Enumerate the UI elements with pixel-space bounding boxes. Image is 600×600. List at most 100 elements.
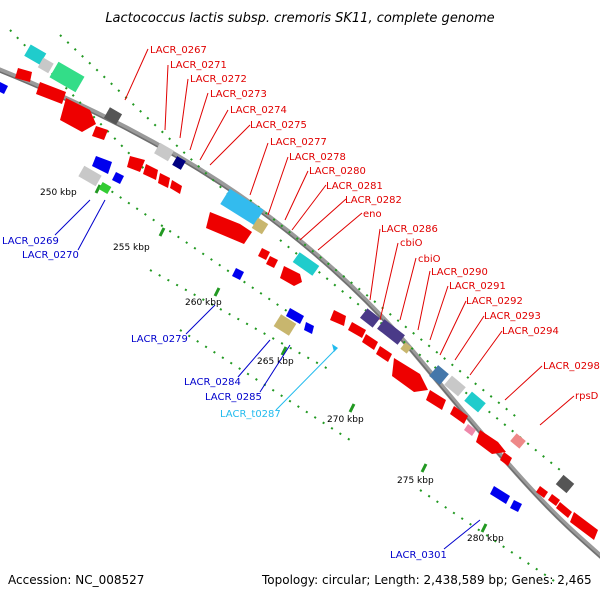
gene-forward-green[interactable] <box>49 61 85 93</box>
gene-label-cbio-2[interactable]: cbiO <box>418 254 441 265</box>
gene-forward-cyan[interactable] <box>24 44 47 65</box>
accession-text: Accession: NC_008527 <box>8 573 145 587</box>
gene-forward-steelblue[interactable] <box>429 365 449 385</box>
gene-forward-salmon[interactable] <box>510 433 526 449</box>
gene-forward-red[interactable] <box>376 346 392 362</box>
gene-label-lacr-0286[interactable]: LACR_0286 <box>381 224 438 235</box>
gene-label-lacr-0271[interactable]: LACR_0271 <box>170 60 227 71</box>
gene-label-lacr-0273[interactable]: LACR_0273 <box>210 89 267 100</box>
gene-forward-red[interactable] <box>60 98 96 132</box>
gene-forward-red[interactable] <box>170 180 182 194</box>
gene-reverse-blue[interactable] <box>0 82 8 94</box>
gene-forward-red[interactable] <box>280 266 302 286</box>
gene-forward-red[interactable] <box>143 164 158 180</box>
gene-label-lacr-0298[interactable]: LACR_0298 <box>543 361 600 372</box>
gene-forward-red[interactable] <box>92 126 108 140</box>
gene-label-lacr-0294[interactable]: LACR_0294 <box>502 326 559 337</box>
gene-forward-red[interactable] <box>330 310 346 326</box>
gene-forward-red[interactable] <box>36 82 66 104</box>
gene-forward-red[interactable] <box>362 334 378 350</box>
gene-label-lacr-0281[interactable]: LACR_0281 <box>326 181 383 192</box>
forward-genes <box>15 44 598 540</box>
gene-forward-red[interactable] <box>258 248 270 260</box>
gene-reverse-blue[interactable] <box>286 308 304 324</box>
gene-forward-red[interactable] <box>548 494 560 506</box>
gene-forward-tan[interactable] <box>400 342 412 354</box>
gene-reverse-trna[interactable] <box>332 344 338 352</box>
gene-label-cbio-1[interactable]: cbiO <box>400 238 423 249</box>
gene-reverse-blue[interactable] <box>510 500 522 512</box>
gene-forward-cyan[interactable] <box>292 252 320 276</box>
gene-forward-indigo[interactable] <box>360 308 380 328</box>
gene-forward-darkgrey[interactable] <box>103 107 123 125</box>
tick-label-275: 275 kbp <box>397 476 434 486</box>
forward-leaders <box>124 48 575 426</box>
gene-reverse-blue[interactable] <box>92 156 112 174</box>
gene-forward-red[interactable] <box>426 390 446 410</box>
gene-forward-pink[interactable] <box>464 424 476 436</box>
gene-label-lacr-0275[interactable]: LACR_0275 <box>250 120 307 131</box>
gene-label-lacr-0285[interactable]: LACR_0285 <box>205 392 262 403</box>
tick-label-280: 280 kbp <box>467 534 504 544</box>
gene-reverse-blue[interactable] <box>112 172 124 184</box>
gene-forward-cyan[interactable] <box>464 391 486 413</box>
gene-forward-lightblue[interactable] <box>220 188 264 226</box>
gene-label-lacr-0277[interactable]: LACR_0277 <box>270 137 327 148</box>
gene-forward-red[interactable] <box>476 430 506 454</box>
tick-label-270: 270 kbp <box>327 415 364 425</box>
gene-label-lacr-0280[interactable]: LACR_0280 <box>309 166 366 177</box>
gene-forward-red[interactable] <box>570 512 598 540</box>
gene-reverse-blue[interactable] <box>304 322 314 334</box>
reverse-leaders <box>54 199 481 550</box>
reverse-genes <box>0 82 522 512</box>
gene-forward-red[interactable] <box>450 406 468 424</box>
gene-label-lacr-t0287[interactable]: LACR_t0287 <box>220 409 281 420</box>
gene-forward-grey[interactable] <box>154 142 174 162</box>
gene-reverse-tan[interactable] <box>273 314 297 336</box>
tick-label-255: 255 kbp <box>113 243 150 253</box>
gene-label-lacr-0269[interactable]: LACR_0269 <box>2 236 59 247</box>
gene-forward-red[interactable] <box>266 256 278 268</box>
gene-label-lacr-0274[interactable]: LACR_0274 <box>230 105 287 116</box>
tick-label-260: 260 kbp <box>185 298 222 308</box>
gene-label-lacr-0267[interactable]: LACR_0267 <box>150 45 207 56</box>
gene-forward-red[interactable] <box>556 502 572 518</box>
gene-reverse-blue[interactable] <box>490 486 510 504</box>
gene-forward-red[interactable] <box>206 212 252 244</box>
gene-forward-tan[interactable] <box>251 217 269 235</box>
gene-forward-red[interactable] <box>158 173 170 188</box>
reverse-gene-labels: LACR_0269 LACR_0270 LACR_0279 LACR_0284 … <box>2 236 447 561</box>
gene-label-eno[interactable]: eno <box>363 209 382 220</box>
gene-forward-grey[interactable] <box>37 57 54 74</box>
gene-reverse-grey[interactable] <box>78 165 102 187</box>
gene-label-lacr-0270[interactable]: LACR_0270 <box>22 250 79 261</box>
gene-reverse-green[interactable] <box>98 182 112 194</box>
gene-forward-grey[interactable] <box>444 375 466 397</box>
gene-label-lacr-0284[interactable]: LACR_0284 <box>184 377 241 388</box>
gene-forward-indigo[interactable] <box>377 319 405 345</box>
gene-forward-red[interactable] <box>15 68 32 82</box>
gene-forward-red[interactable] <box>127 156 145 172</box>
gene-forward-navy[interactable] <box>172 156 186 170</box>
tick-label-250: 250 kbp <box>40 188 77 198</box>
forward-gene-labels: LACR_0267 LACR_0271 LACR_0272 LACR_0273 … <box>150 45 600 402</box>
gene-forward-darkgrey[interactable] <box>555 474 575 494</box>
gene-forward-red[interactable] <box>348 322 366 338</box>
gene-label-lacr-0290[interactable]: LACR_0290 <box>431 267 488 278</box>
gene-forward-red[interactable] <box>500 452 512 466</box>
gene-label-lacr-0282[interactable]: LACR_0282 <box>345 195 402 206</box>
gene-label-lacr-0278[interactable]: LACR_0278 <box>289 152 346 163</box>
gene-reverse-blue[interactable] <box>232 268 244 280</box>
gene-label-lacr-0292[interactable]: LACR_0292 <box>466 296 523 307</box>
gene-label-lacr-0301[interactable]: LACR_0301 <box>390 550 447 561</box>
gene-label-lacr-0279[interactable]: LACR_0279 <box>131 334 188 345</box>
gene-label-lacr-0293[interactable]: LACR_0293 <box>484 311 541 322</box>
gene-label-rpsd[interactable]: rpsD <box>575 391 599 402</box>
gene-label-lacr-0291[interactable]: LACR_0291 <box>449 281 506 292</box>
gene-forward-red[interactable] <box>392 358 428 392</box>
map-title: Lactococcus lactis subsp. cremoris SK11,… <box>105 11 494 26</box>
tick-label-265: 265 kbp <box>257 357 294 367</box>
genome-summary-text: Topology: circular; Length: 2,438,589 bp… <box>262 573 592 587</box>
gene-forward-red[interactable] <box>536 486 548 498</box>
gene-label-lacr-0272[interactable]: LACR_0272 <box>190 74 247 85</box>
